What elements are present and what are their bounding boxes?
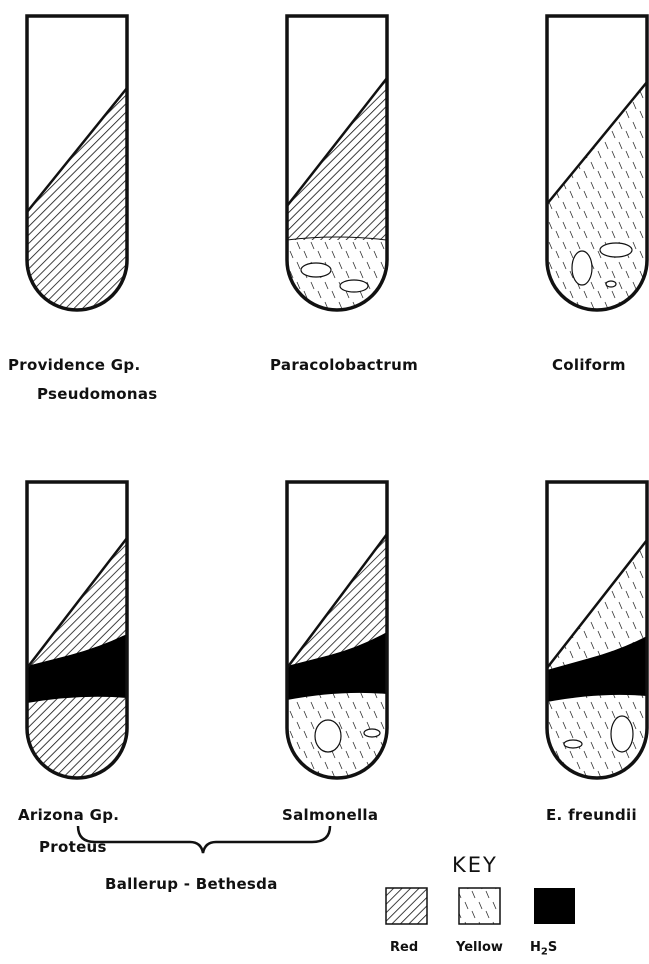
label-paracolobactrum: Paracolobactrum	[270, 356, 418, 374]
gas-bubble	[606, 281, 616, 287]
tube-paracolobactrum	[287, 16, 387, 340]
gas-bubble	[611, 716, 633, 752]
key-swatch-h2s	[534, 888, 575, 924]
gas-bubble	[301, 263, 331, 277]
butt-yellow	[287, 690, 387, 810]
gas-bubble	[340, 280, 368, 292]
key-swatch-yellow	[459, 888, 500, 924]
label-proteus: Proteus	[39, 838, 107, 856]
label-arizona: Arizona Gp.	[18, 806, 119, 824]
tube-coliform	[547, 16, 647, 340]
label-e-freundii: E. freundii	[546, 806, 637, 824]
key-title: KEY	[452, 853, 498, 877]
group-brace	[78, 826, 330, 853]
tube-providence	[27, 16, 127, 340]
label-coliform: Coliform	[552, 356, 626, 374]
slant-red	[27, 88, 127, 340]
key-h2s-s: S	[548, 940, 557, 955]
key-h2s-h: H	[530, 940, 541, 955]
tube-arizona	[27, 482, 127, 810]
slant-yellow	[547, 82, 647, 340]
slant-red	[287, 78, 387, 240]
label-salmonella: Salmonella	[282, 806, 378, 824]
gas-bubble	[315, 720, 341, 752]
key-h2s-sub: 2	[541, 947, 548, 958]
key-label-yellow: Yellow	[456, 940, 503, 955]
key-label-red: Red	[390, 940, 418, 955]
key-swatch-red	[386, 888, 427, 924]
gas-bubble	[600, 243, 632, 257]
key-label-h2s: H2S	[530, 940, 557, 958]
tube-e-freundii	[547, 482, 647, 810]
label-pseudomonas: Pseudomonas	[37, 385, 158, 403]
gas-bubble	[364, 729, 380, 737]
tube-salmonella	[287, 482, 387, 810]
label-providence: Providence Gp.	[8, 356, 140, 374]
butt-yellow	[287, 240, 387, 340]
label-ballerup-bethesda: Ballerup - Bethesda	[105, 875, 278, 893]
gas-bubble	[572, 251, 592, 285]
gas-bubble	[564, 740, 582, 748]
